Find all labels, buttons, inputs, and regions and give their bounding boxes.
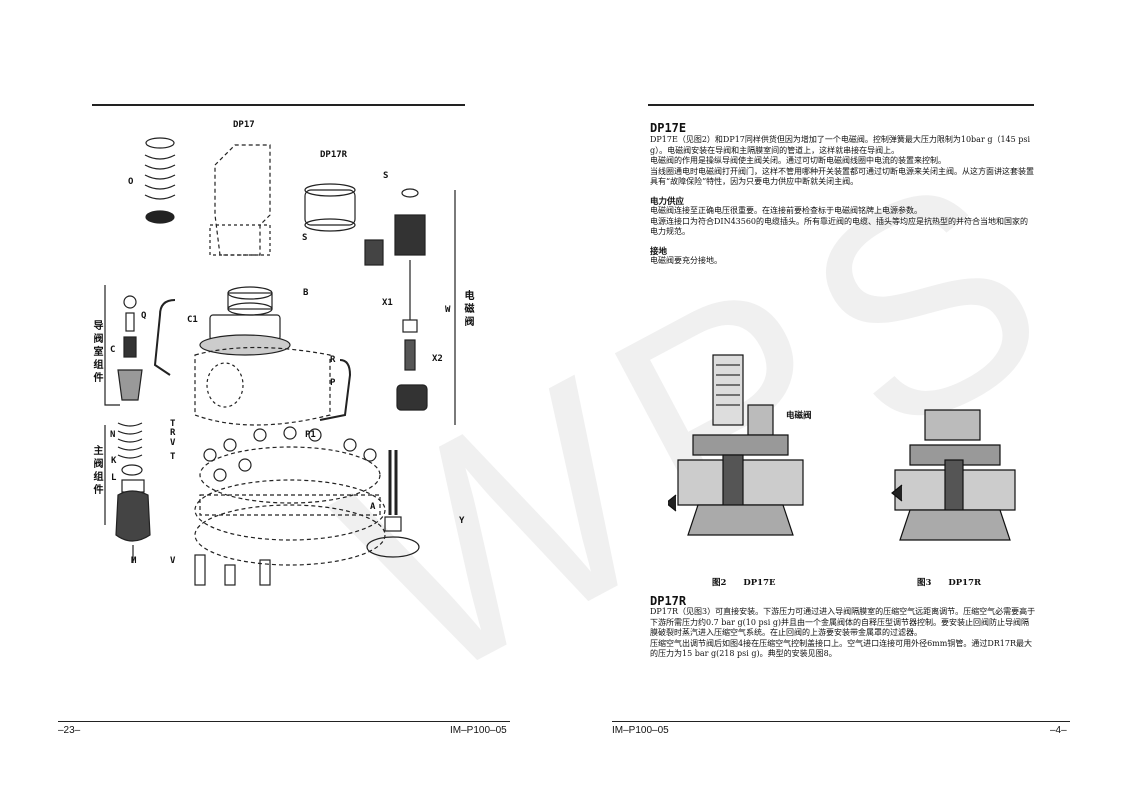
heading-dp17r: DP17R bbox=[650, 594, 687, 608]
right-page-number: –4– bbox=[1050, 725, 1067, 736]
spring-o bbox=[144, 137, 176, 224]
label-q: Q bbox=[141, 311, 147, 321]
label-m: M bbox=[131, 556, 137, 566]
label-r: R bbox=[330, 355, 336, 365]
label-c1: C1 bbox=[187, 315, 198, 325]
dp17r-text: DP17R（见图3）可直接安装。下游压力可通过进入导阀隔膜室的压缩空气远距离调节… bbox=[650, 607, 1036, 660]
figure-2-dp17e-drawing bbox=[668, 354, 804, 536]
heading-power-supply: 电力供应 bbox=[650, 197, 685, 207]
group-label-main-valve-assembly: 主阀组件 bbox=[91, 445, 102, 497]
label-s-1: S bbox=[383, 171, 389, 181]
paragraph: 电源连接口为符合DIN43560的电缆插头。所有靠近阀的电缆、插头等均应是抗热型… bbox=[650, 216, 1029, 237]
label-b: B bbox=[303, 288, 309, 298]
left-page-number: –23– bbox=[58, 725, 81, 736]
label-a: A bbox=[370, 502, 376, 512]
paragraph: 电磁阀要充分接地。 bbox=[650, 256, 722, 265]
label-dp17r: DP17R bbox=[320, 150, 348, 160]
label-o: O bbox=[128, 177, 134, 187]
heading-earthing: 接地 bbox=[650, 247, 668, 257]
label-k: K bbox=[111, 456, 117, 466]
label-x1: X1 bbox=[382, 298, 393, 308]
label-p1: P1 bbox=[305, 430, 316, 440]
figure-3-dp17r-drawing bbox=[891, 409, 1016, 541]
label-dp17: DP17 bbox=[233, 120, 255, 130]
label-x2: X2 bbox=[432, 354, 443, 364]
paragraph: 电磁阀连接至正确电压很重要。在连接前要检查标于电磁阀铭牌上电源参数。 bbox=[650, 206, 922, 215]
earth-text: 电磁阀要充分接地。 bbox=[650, 256, 1036, 267]
power-text: 电磁阀连接至正确电压很重要。在连接前要检查标于电磁阀铭牌上电源参数。 电源连接口… bbox=[650, 206, 1036, 238]
right-doc-code: IM–P100–05 bbox=[612, 725, 669, 736]
paragraph: 压缩空气出调节阀后如图4接在压缩空气控制盖接口上。空气进口连接可用外径6mm铜管… bbox=[650, 638, 1032, 659]
exploded-view-drawing bbox=[104, 137, 456, 586]
figure-3-caption: 图3 DP17R bbox=[917, 578, 982, 588]
right-footer-rule bbox=[612, 721, 1070, 722]
left-header-rule bbox=[92, 104, 465, 106]
paragraph: DP17E（见图2）和DP17同样供货但因为增加了一个电磁阀。控制弹簧最大压力限… bbox=[650, 135, 1031, 155]
heading-dp17e: DP17E bbox=[650, 121, 687, 135]
label-t-1: T bbox=[170, 419, 176, 429]
left-footer-rule bbox=[58, 721, 510, 722]
right-header-rule bbox=[648, 104, 1034, 106]
solenoid-callout: 电磁阀 bbox=[786, 411, 812, 421]
paragraph: 电磁阀的作用是操纵导阀使主阀关闭。通过可切断电磁阀线圈中电流的装置来控制。 bbox=[650, 156, 946, 166]
label-n: N bbox=[110, 430, 116, 440]
label-w: W bbox=[445, 305, 451, 315]
label-c: C bbox=[110, 345, 116, 355]
label-t-2: T bbox=[170, 452, 176, 462]
label-y: Y bbox=[459, 516, 465, 526]
left-doc-code: IM–P100–05 bbox=[450, 725, 507, 736]
paragraph: 当线圈通电时电磁阀打开阀门，这样不管用哪种开关装置都可通过切断电源来关闭主阀。从… bbox=[650, 166, 1034, 187]
label-v-2: V bbox=[170, 556, 176, 566]
group-label-solenoid: 电磁阀 bbox=[462, 290, 473, 329]
label-p: P bbox=[330, 378, 336, 388]
label-s-2: S bbox=[302, 233, 308, 243]
paragraph: DP17R（见图3）可直接安装。下游压力可通过进入导阀隔膜室的压缩空气远距离调节… bbox=[650, 607, 1036, 638]
label-r-2: R bbox=[170, 428, 176, 438]
label-v-1: V bbox=[170, 438, 176, 448]
group-label-pilot-assembly: 导阀室组件 bbox=[91, 320, 102, 385]
label-l: L bbox=[111, 473, 117, 483]
figure-2-caption: 图2 DP17E bbox=[712, 578, 776, 588]
dp17e-text: DP17E（见图2）和DP17同样供货但因为增加了一个电磁阀。控制弹簧最大压力限… bbox=[650, 135, 1036, 188]
